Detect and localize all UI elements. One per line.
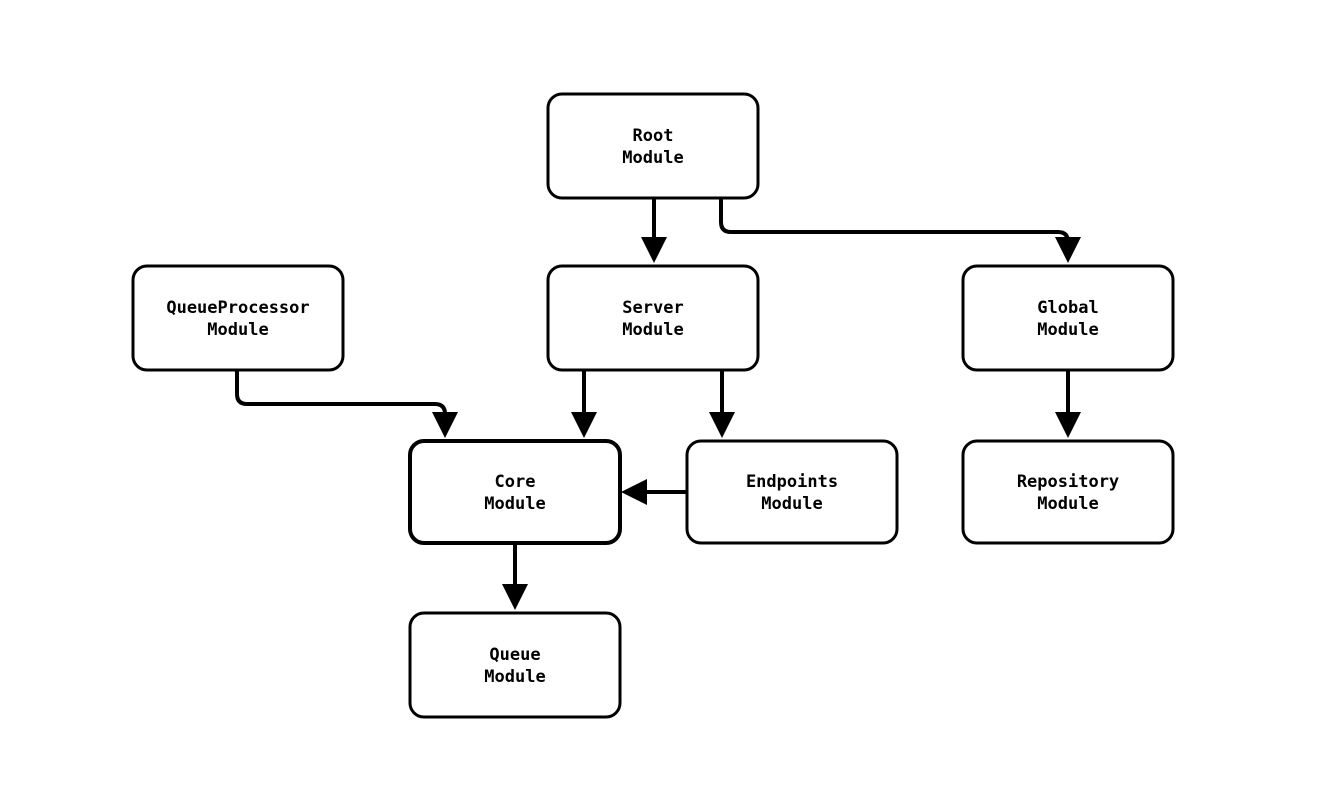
node-repository[interactable]: Repository Module	[961, 439, 1175, 545]
node-root-box[interactable]	[546, 92, 760, 200]
node-queueprocessor-label-line1: QueueProcessor	[166, 298, 309, 318]
node-server-label-line2: Module	[622, 320, 683, 340]
edge-server-to-endpoints	[709, 370, 735, 438]
node-queue[interactable]: Queue Module	[408, 611, 622, 719]
node-endpoints-box[interactable]	[685, 439, 899, 545]
node-global-label-line1: Global	[1037, 298, 1098, 318]
node-global-box[interactable]	[961, 264, 1175, 372]
node-core-box[interactable]	[408, 439, 622, 545]
node-core-label-line1: Core	[495, 472, 536, 492]
node-repository-box[interactable]	[961, 439, 1175, 545]
edge-queueprocessor-to-core-arrowhead	[432, 412, 458, 438]
node-queueprocessor-label-line2: Module	[207, 320, 268, 340]
edge-server-to-core-arrowhead	[571, 412, 597, 438]
node-server[interactable]: Server Module	[546, 264, 760, 372]
edge-root-to-global-line	[719, 198, 1070, 244]
node-queue-box[interactable]	[408, 611, 622, 719]
edge-server-to-endpoints-arrowhead	[709, 412, 735, 438]
nodes-layer: Root Module QueueProcessor Module Server…	[131, 92, 1175, 719]
node-global[interactable]: Global Module	[961, 264, 1175, 372]
node-queue-label-line1: Queue	[489, 645, 540, 665]
edge-queueprocessor-to-core-line	[235, 370, 447, 415]
node-endpoints[interactable]: Endpoints Module	[685, 439, 899, 545]
edge-queueprocessor-to-core	[235, 370, 458, 438]
edge-core-to-queue	[502, 543, 528, 610]
edge-root-to-server	[641, 198, 667, 263]
node-repository-label-line2: Module	[1037, 494, 1098, 514]
node-root[interactable]: Root Module	[546, 92, 760, 200]
edges-layer	[235, 198, 1081, 610]
node-core[interactable]: Core Module	[408, 439, 622, 545]
edge-endpoints-to-core-arrowhead	[621, 479, 647, 505]
edge-server-to-core	[571, 370, 597, 438]
node-endpoints-label-line1: Endpoints	[746, 472, 838, 492]
node-root-label-line2: Module	[622, 148, 683, 168]
node-queueprocessor[interactable]: QueueProcessor Module	[131, 264, 345, 372]
node-server-box[interactable]	[546, 264, 760, 372]
node-queueprocessor-box[interactable]	[131, 264, 345, 372]
edge-root-to-global	[719, 198, 1081, 263]
edge-root-to-server-arrowhead	[641, 237, 667, 263]
edge-global-to-repository	[1055, 370, 1081, 438]
edge-core-to-queue-arrowhead	[502, 584, 528, 610]
edge-root-to-global-arrowhead	[1055, 237, 1081, 263]
node-endpoints-label-line2: Module	[761, 494, 822, 514]
node-core-label-line2: Module	[484, 494, 545, 514]
node-server-label-line1: Server	[622, 298, 683, 318]
node-queue-label-line2: Module	[484, 667, 545, 687]
node-global-label-line2: Module	[1037, 320, 1098, 340]
node-root-label-line1: Root	[633, 126, 674, 146]
edge-endpoints-to-core	[621, 479, 687, 505]
edge-global-to-repository-arrowhead	[1055, 412, 1081, 438]
node-repository-label-line1: Repository	[1017, 472, 1119, 492]
